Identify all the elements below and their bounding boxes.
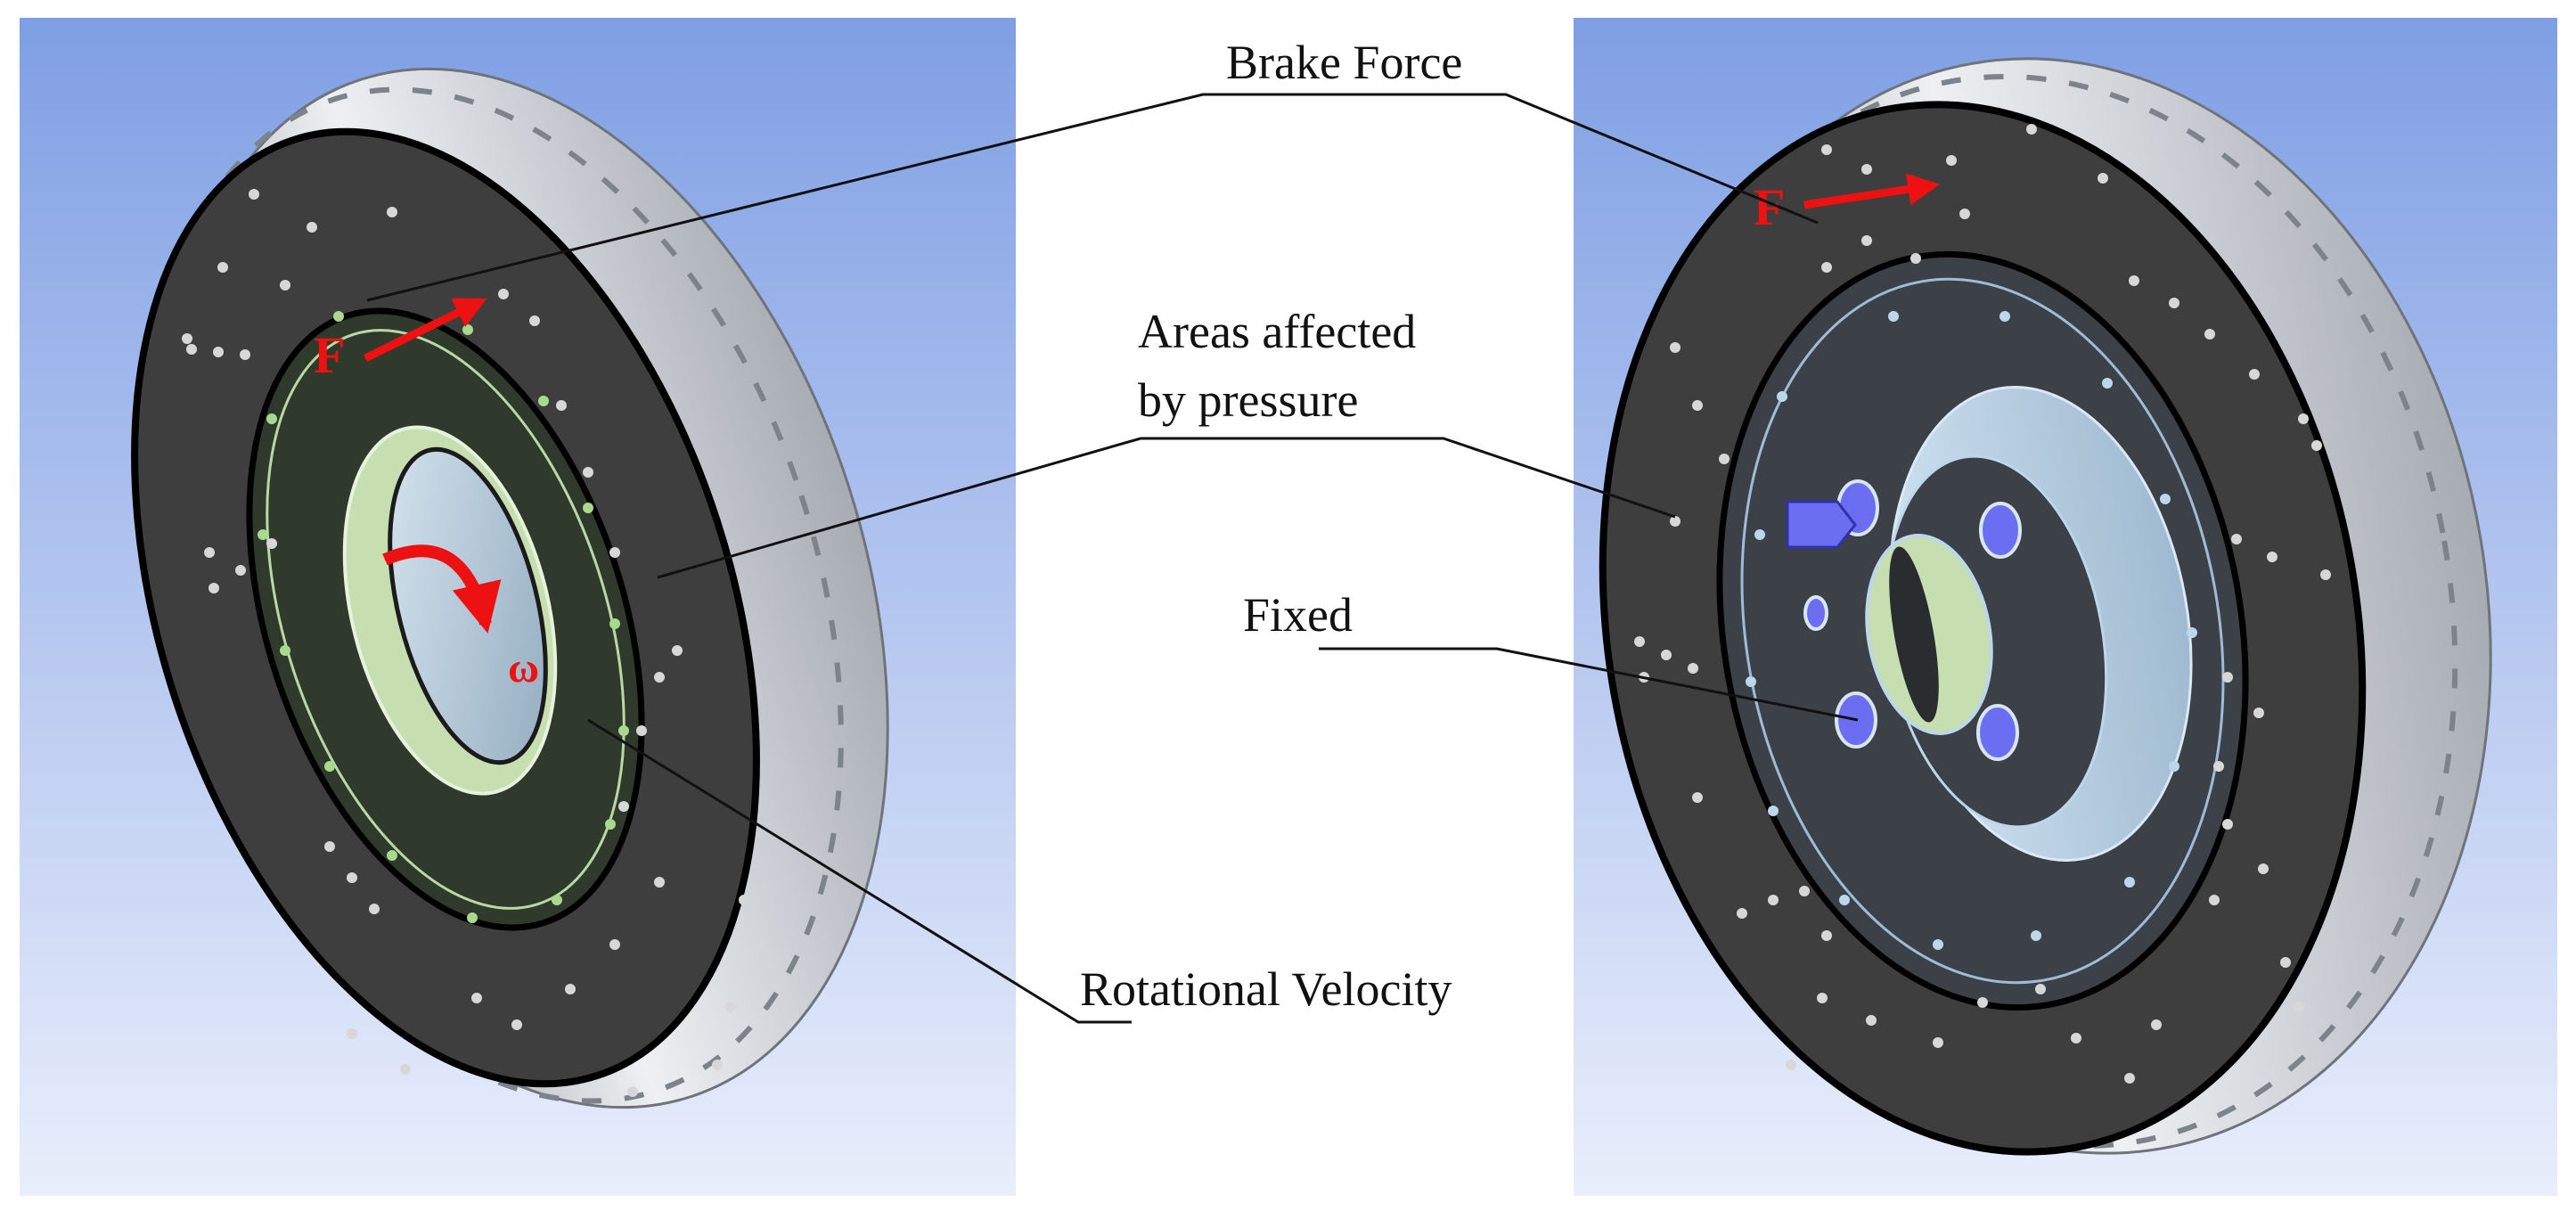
brake-force-leader-left xyxy=(366,93,1819,302)
leader-lines xyxy=(366,93,1859,1024)
right-drilled-holes xyxy=(1634,124,2331,1084)
right-hub-bore-shadow xyxy=(1889,546,1939,723)
left-force-annotation: F xyxy=(314,297,487,384)
areas-affected-label-line2: by pressure xyxy=(1138,373,1358,427)
areas-affected-label-line1: Areas affected xyxy=(1138,305,1416,358)
fixed-support-marker xyxy=(1786,500,1857,549)
rotational-velocity-label: Rotational Velocity xyxy=(1080,962,1452,1016)
right-hub-bolt-holes xyxy=(1746,311,2197,950)
left-force-arrow xyxy=(364,297,487,363)
rotational-velocity-leader xyxy=(587,718,1132,1024)
rotation-arrow xyxy=(382,544,502,634)
areas-leader-left xyxy=(657,437,1676,579)
left-drilled-holes xyxy=(182,189,749,1097)
left-hub-rim xyxy=(266,329,626,910)
right-disc-edge-band xyxy=(1631,73,2458,1150)
fixed-label: Fixed xyxy=(1243,588,1353,642)
right-force-arrow xyxy=(1803,173,1941,209)
brake-force-label: Brake Force xyxy=(1226,36,1462,89)
rotation-annotation: ω xyxy=(382,544,539,691)
left-brake-disc xyxy=(131,67,889,1109)
fixed-leader xyxy=(1319,647,1859,722)
right-hub-rim xyxy=(1740,277,2225,985)
right-brake-disc xyxy=(1599,57,2492,1156)
left-hub-bolt-holes xyxy=(258,311,629,923)
omega-symbol: ω xyxy=(508,644,539,691)
left-force-symbol: F xyxy=(314,326,345,384)
